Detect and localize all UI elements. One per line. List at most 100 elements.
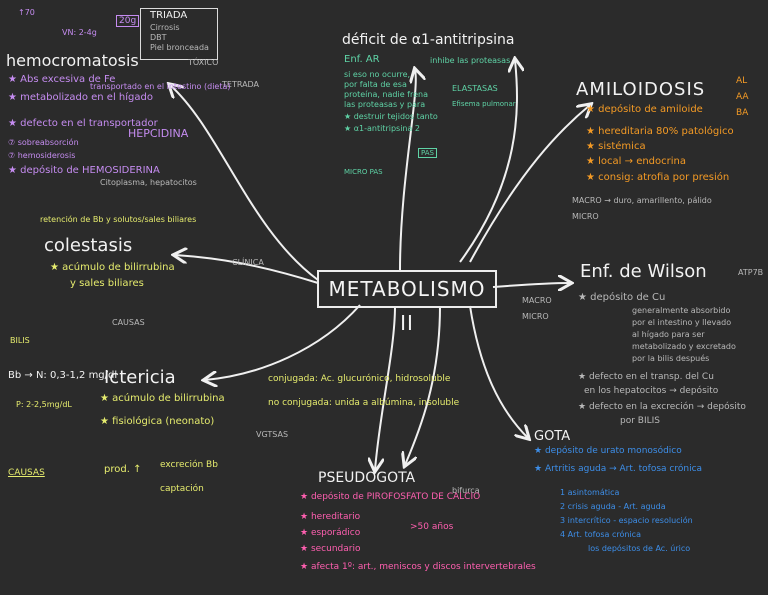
hemo-item-7: ⑦ hemosiderosis	[8, 151, 76, 160]
deficit-line-5: ★ destruir tejidos tanto	[344, 112, 438, 121]
deficit-micro: MICRO PAS	[344, 168, 383, 176]
hemo-hepcidina: HEPCIDINA	[128, 127, 189, 140]
amiloidosis-macro: MACRO → duro, amarillento, pálido	[572, 196, 712, 205]
amiloidosis-tag-aa: AA	[736, 92, 749, 102]
arrow-deficit-2	[459, 60, 517, 263]
amiloidosis-item-3: ★ sistémica	[586, 141, 646, 152]
hemo-triada-3: Piel bronceada	[150, 43, 209, 52]
ictericia-item-2: ★ fisiológica (neonato)	[100, 416, 215, 427]
hemo-item-4: ★ defecto en el transportador	[8, 118, 158, 129]
arrow-wilson	[492, 283, 570, 287]
pseudogota-bifurca: bifurca	[452, 486, 480, 495]
amiloidosis-item-2: ★ hereditaria 80% patológico	[586, 126, 734, 137]
gota-item-3: 1 asintomática	[560, 488, 620, 497]
center-title: METABOLISMO II	[317, 270, 497, 335]
deficit-line-3: proteína, nadie frena	[344, 90, 428, 99]
arrow-colestasis	[175, 255, 319, 284]
wilson-macro: MACRO	[522, 296, 552, 305]
gota-item-2: ★ Artritis aguda → Art. tofosa crónica	[534, 464, 703, 474]
wilson-item-1: ★ depósito de Cu	[578, 292, 666, 303]
hemo-value: 20g	[116, 15, 140, 28]
pseudogota-item-4: ★ secundario	[300, 544, 361, 554]
wilson-heading: Enf. de Wilson	[580, 261, 707, 282]
ictericia-conjugada: conjugada: Ac. glucurónico, hidrosoluble	[268, 374, 451, 384]
hemo-triada-2: DBT	[150, 33, 167, 42]
colestasis-extra-1: retención de Bb y solutos/sales biliares	[40, 215, 197, 224]
wilson-item-9: ★ defecto en la excreción → depósito	[578, 402, 746, 412]
amiloidosis-item-4: ★ local → endocrina	[586, 156, 687, 167]
pseudogota-heading: PSEUDOGOTA	[318, 470, 416, 486]
hemo-item-3: transportado en el intestino (dieta)	[90, 82, 231, 91]
wilson-atp: ATP7B	[738, 268, 764, 277]
arrow-gota	[469, 305, 528, 438]
deficit-enf: Enf. AR	[344, 54, 380, 65]
arrow-deficit	[399, 70, 416, 271]
hemo-toxico: TÓXICO	[188, 58, 219, 67]
wilson-item-2: generalmente absorbido	[632, 306, 731, 315]
hemo-vn: VN: 2-4g	[62, 28, 97, 37]
amiloidosis-tag-al: AL	[736, 76, 748, 86]
wilson-micro: MICRO	[522, 312, 549, 321]
amiloidosis-tag-ba: BA	[736, 108, 749, 118]
arrow-pseudogota	[405, 305, 441, 465]
wilson-item-4: al hígado para ser	[632, 330, 705, 339]
amiloidosis-item-5: ★ consig: atrofia por presión	[586, 172, 730, 183]
deficit-efisema: Efisema pulmonar	[452, 100, 516, 108]
hemo-tetrada: TETRADA	[222, 80, 260, 89]
ictericia-vgtsas: VGTSAS	[256, 430, 289, 439]
deficit-line-4: las proteasas y para	[344, 100, 426, 109]
pseudogota-item-2: ★ hereditario	[300, 512, 361, 522]
deficit-elastasas: ELASTASAS	[452, 84, 498, 93]
arrow-ictericia	[205, 304, 361, 380]
colestasis-item-1: ★ acúmulo de bilirrubina	[50, 262, 175, 273]
pseudogota-item-1: ★ depósito de PIROFOSFATO DE CALCIO	[300, 492, 481, 502]
ictericia-heading: Ictericia	[104, 367, 176, 388]
gota-item-1: ★ depósito de urato monosódico	[534, 446, 682, 456]
deficit-line-6: ★ α1-antitripsina 2	[344, 124, 421, 133]
hemo-sat: ↑70	[18, 8, 35, 17]
ictericia-causas: CAUSAS	[8, 468, 45, 478]
arrow-pseudogota-2	[375, 305, 396, 470]
gota-item-4: 2 crisis aguda - Art. aguda	[560, 502, 666, 511]
wilson-item-5: metabolizado y excretado	[632, 342, 736, 351]
hemo-item-2: ★ metabolizado en el hígado	[8, 92, 153, 103]
pseudogota-item-3: ★ esporádico	[300, 528, 361, 538]
gota-heading: GOTA	[534, 429, 571, 444]
hemo-heading: hemocromatosis	[6, 51, 139, 70]
deficit-line-2: por falta de esa	[344, 80, 407, 89]
gota-item-6: 4 Art. tofosa crónica	[560, 530, 641, 539]
hemo-item-1: ★ Abs excesiva de Fe	[8, 74, 116, 85]
hemo-triada-1: Cirrosis	[150, 23, 180, 32]
wilson-item-7: ★ defecto en el transp. del Cu	[578, 372, 714, 382]
hemo-triada: TRIADA	[150, 10, 188, 21]
wilson-item-8: en los hepatocitos → depósito	[584, 386, 719, 396]
colestasis-item-2: y sales biliares	[70, 278, 144, 289]
ictericia-item-1: ★ acúmulo de bilirrubina	[100, 393, 225, 404]
ictericia-bilis: BILIS	[10, 336, 30, 345]
wilson-item-3: por el intestino y llevado	[632, 318, 732, 327]
deficit-inhibe: inhibe las proteasas	[430, 56, 511, 65]
amiloidosis-heading: AMILOIDOSIS	[576, 79, 706, 100]
wilson-item-10: por BILIS	[620, 416, 660, 426]
wilson-item-6: por la bilis después	[632, 354, 710, 363]
hemo-triada-box	[140, 8, 218, 60]
ictericia-bb: Bb → N: 0,3-1,2 mg/dl	[8, 370, 118, 381]
gota-item-5: 3 intercrítico - espacio resolución	[560, 516, 693, 525]
hemo-item-6: ⑦ sobreabsorción	[8, 138, 79, 147]
ictericia-no-conjugada: no conjugada: unida a albúmina, insolubl…	[268, 398, 460, 408]
colestasis-clinica: CLÍNICA	[232, 258, 264, 267]
hemo-item-9: Citoplasma, hepatocitos	[100, 178, 197, 187]
gota-item-7: los depósitos de Ac. úrico	[588, 544, 691, 553]
arrow-hemocromatosis	[170, 85, 319, 281]
arrow-amiloidosis	[469, 105, 590, 263]
pseudogota-item-5: ★ afecta 1º: art., meniscos y discos int…	[300, 562, 536, 572]
colestasis-causas: CAUSAS	[112, 318, 145, 327]
hemo-item-8: ★ depósito de HEMOSIDERINA	[8, 165, 160, 176]
colestasis-heading: colestasis	[44, 235, 133, 256]
deficit-heading: déficit de α1-antitripsina	[342, 32, 515, 48]
amiloidosis-micro: MICRO	[572, 212, 599, 221]
pseudogota-age: >50 años	[410, 522, 454, 532]
deficit-line-1: si eso no ocurre,	[344, 70, 411, 79]
